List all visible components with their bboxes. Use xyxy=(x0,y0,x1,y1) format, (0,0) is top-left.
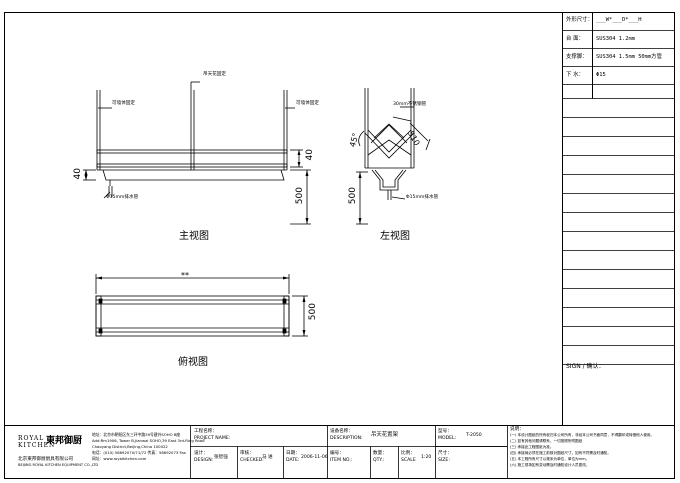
note-line-3: (三) 承接此工程图纸为准。 xyxy=(510,445,554,449)
front-dim-40-right: 40 xyxy=(305,149,315,161)
address-line-3: Chaoyang District,Beijing,China 100022 xyxy=(92,444,168,449)
item-label-cn: 编号： xyxy=(330,451,344,456)
brand-logo-cn: 東邦御厨 xyxy=(46,436,83,446)
front-dim-40-left: 40 xyxy=(73,168,83,180)
date-label-cn: 日期： xyxy=(286,451,300,456)
spec-label-drain: 下 水： xyxy=(566,72,584,78)
item-label-en: ITEM NO.: xyxy=(330,458,353,463)
top-dim-500: 500 xyxy=(308,303,318,321)
top-dim-width: ** xyxy=(181,271,189,280)
front-view-lines xyxy=(83,81,311,225)
check-label-cn: 审核： xyxy=(240,451,254,456)
side-annot-pipe: Φ15mm排水管 xyxy=(406,195,439,200)
date-label-en: DATE: xyxy=(286,458,300,463)
dimension-arrowheads xyxy=(84,150,362,336)
sign-label: SIGN / 确认： xyxy=(566,363,605,370)
brand-en-royal: ROYAL xyxy=(18,435,45,442)
title-block-lines xyxy=(190,425,508,479)
side-view-lines xyxy=(356,88,431,225)
qty-label-cn: 数量： xyxy=(373,451,387,456)
notes-title: 说明： xyxy=(510,427,524,432)
designer-name: 张智强 xyxy=(214,455,228,460)
front-annot-wall-right: 可墙体固定 xyxy=(296,101,319,106)
side-dim-500: 500 xyxy=(348,187,358,205)
scale-value: 1:20 xyxy=(421,455,432,460)
desc-label-en: DESCRIPTION: xyxy=(330,436,363,441)
address-line-2: Add:Rm1906, Tower B,Jianwai SOHO,39 East… xyxy=(92,438,205,443)
spec-table-lines xyxy=(562,30,675,365)
qty-label-en: QTY.: xyxy=(373,458,385,463)
design-label-cn: 设计： xyxy=(194,451,208,456)
date-value: 2006-11-06 xyxy=(301,455,328,460)
note-line-1: (一) 本设计图纸的所有权归本公司所有，非经本公司书面同意，不得翻印或转借他人使… xyxy=(510,433,655,437)
scale-label-cn: 比例： xyxy=(401,451,415,456)
spec-label-top: 台 面： xyxy=(566,36,584,42)
address-line-4: 电话：(010) 58692070/71/72 传真：58692073 Fax xyxy=(92,450,186,455)
spec-value-size: ___W*___D*___H xyxy=(596,17,642,23)
model-value: T-2050 xyxy=(466,433,482,438)
brand-en-kitchen: KITCHEN xyxy=(18,442,56,449)
design-label-en: DESIGN: xyxy=(194,458,214,463)
check-label-en: CHECKED: xyxy=(240,458,264,463)
address-line-5: 网址：www.royalkitchen.com xyxy=(92,456,147,461)
spec-value-legs: SUS304 1.5mm 50mm方管 xyxy=(596,54,662,60)
size-label-cn: 尺寸： xyxy=(438,451,452,456)
checker-name: 马 进 xyxy=(262,455,273,460)
address-line-1: 地址：北京市朝阳区东三环中路39号建外SOHO B座 xyxy=(92,432,181,437)
outer-frame xyxy=(4,12,675,479)
model-label-en: MODEL: xyxy=(438,436,457,441)
model-label-cn: 型号： xyxy=(438,429,452,434)
front-view-title: 主视图 xyxy=(179,231,209,242)
project-label-cn: 工程名称： xyxy=(194,429,217,434)
spec-value-top: SUS304 1.2mm xyxy=(596,36,635,42)
top-view-title: 俯视图 xyxy=(178,357,208,368)
project-label-en: PROJECT NAME: xyxy=(194,436,231,441)
front-annot-wall-left: 可墙体固定 xyxy=(112,101,135,106)
spec-value-drain: Φ15 xyxy=(596,72,606,78)
note-line-6: (六) 施工现场如有变动需及时通知设计人员更改。 xyxy=(510,463,590,467)
desc-label-cn: 设备名称： xyxy=(330,429,353,434)
size-label-en: SIZE: xyxy=(438,458,450,463)
note-line-2: (二) 如有其他问题请联系，一切按照所附图纸 xyxy=(510,439,583,443)
front-annot-pipe: Φ15mm排水管 xyxy=(106,195,139,200)
spec-label-size: 外形尺寸： xyxy=(566,17,593,23)
side-view-title: 左视图 xyxy=(380,231,410,242)
front-annot-ceiling: 吊天花固定 xyxy=(203,72,226,77)
spec-label-legs: 支撑脚： xyxy=(566,54,588,60)
note-line-4: (四) 承接商必须在施工前核对图纸尺寸，如有不符需及时通知。 xyxy=(510,451,611,455)
company-name-cn: 北京東邦御厨厨具有限公司 xyxy=(18,457,74,462)
company-name-en: BEIJING ROYAL KITCHEN EQUIPMENT CO.,LTD xyxy=(18,463,99,467)
top-view-lines xyxy=(95,274,308,337)
scale-label-en: SCALE xyxy=(401,458,416,463)
desc-value: 吊天花置架 xyxy=(371,432,398,438)
front-dim-500: 500 xyxy=(295,187,305,205)
note-line-5: (五) 本工程所有尺寸以毫米为单位，单位为mm。 xyxy=(510,457,590,461)
side-annot-tube: 30mm不锈钢管 xyxy=(393,102,427,107)
